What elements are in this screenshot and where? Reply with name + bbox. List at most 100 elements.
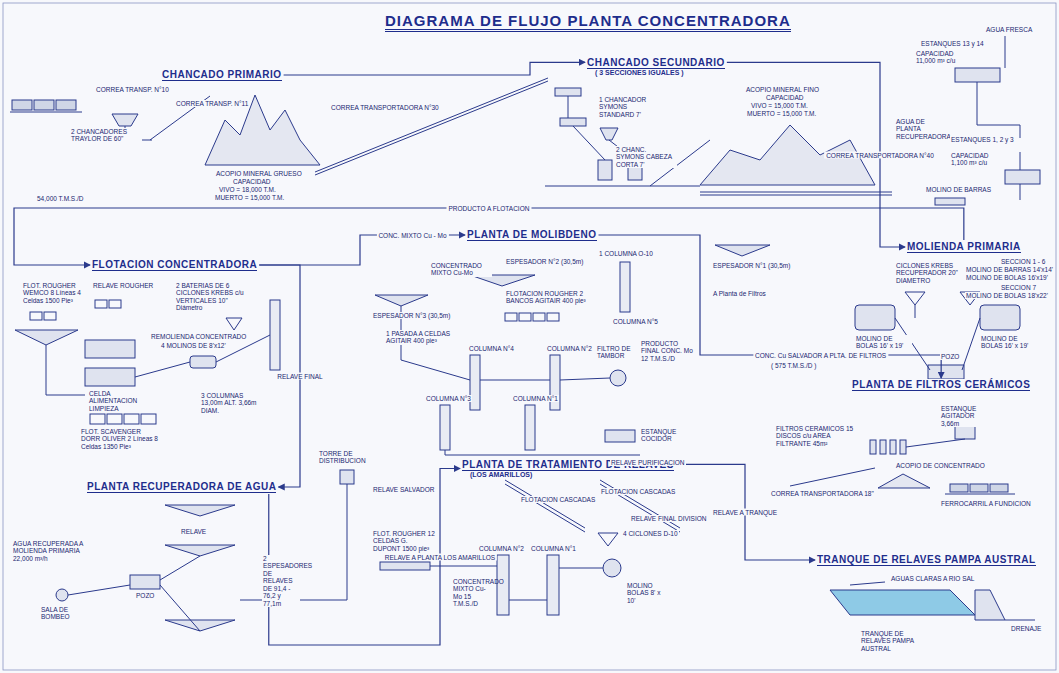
equipment-label: CORREA TRANSPORTADORA N°30 <box>330 104 440 111</box>
flow-label: RELAVE FINAL <box>275 373 324 380</box>
section-title: CHANCADO PRIMARIO <box>162 69 282 81</box>
equipment-label: RELAVE SALVADOR <box>372 486 435 493</box>
equipment-label: FLOTACION CASCADAS <box>520 496 596 503</box>
equipment-label: FLOTACION ROUGHER 2 BANCOS AGITAIR 400 p… <box>505 290 597 305</box>
section-heading: PLANTA DE MOLIBDENO <box>465 228 599 242</box>
section-title: PLANTA DE FILTROS CERÁMICOS <box>852 379 1030 391</box>
equipment-label: 2 ESPESADORES DE RELAVES DE 91,4 - 76,2 … <box>262 555 300 607</box>
equipment-label: COLUMNA N°5 <box>612 318 659 325</box>
equipment-label: COLUMNA N°2 <box>546 345 593 352</box>
equipment-label: MOLINO DE BOLAS 16'x19' <box>965 274 1049 281</box>
flow-line <box>259 235 465 265</box>
flow-label: CONC. MIXTO Cu - Mo <box>376 232 448 239</box>
equipment-label: FERROCARRIL A FUNDICION <box>940 500 1032 507</box>
equipment-label: CAPACIDAD 11,000 m³ c/u <box>915 50 972 65</box>
section-heading: TRANQUE DE RELAVES PAMPA AUSTRAL <box>815 553 1038 567</box>
section-heading: CHANCADO SECUNDARIO( 3 SECCIONES IGUALES… <box>585 56 727 77</box>
equipment-label: DRENAJE <box>1010 625 1042 632</box>
section-title: CHANCADO SECUNDARIO <box>587 57 725 69</box>
equipment-label: 1 PASADA A CELDAS AGITAIR 400 pie³ <box>385 330 452 345</box>
equipment-label: MUERTO = 15,000 T.M. <box>746 110 817 117</box>
equipment-label: ACOPIO MINERAL GRUESO <box>215 170 303 177</box>
flow-label: RELAVE A PLANTA LOS AMARILLOS <box>383 553 497 560</box>
equipment-label: CORREA TRANSP. N°11 <box>175 100 249 107</box>
flow-label: PRODUCTO A FLOTACION <box>446 205 531 212</box>
equipment-label: ESTANQUE COCIDOR <box>640 428 687 443</box>
equipment-label: COLUMNA N°1 <box>512 395 559 402</box>
equipment-label: 4 MOLINOS DE 8'x12' <box>160 342 227 349</box>
flow-label: CORREA TRANSPORTADORA N°40 <box>824 151 936 158</box>
equipment-label: MUERTO = 15,000 T.M. <box>214 194 285 201</box>
equipment-label: MOLINO BOLAS 8' x 10' <box>626 582 668 604</box>
equipment-drawing <box>3 3 1056 670</box>
section-heading: FLOTACION CONCENTRADORA <box>90 258 259 272</box>
equipment-label: VIVO = 15,000 T.M. <box>750 102 809 109</box>
equipment-label: CONCENTRADO MIXTO Cu-Mo 15 T.M.S./D <box>452 578 494 608</box>
equipment-label: COLUMNA N°4 <box>468 345 515 352</box>
flow-line <box>14 208 964 265</box>
equipment-label: ESTANQUES 1, 2 y 3 <box>950 136 1015 143</box>
section-heading: MOLIENDA PRIMARIA <box>905 240 1023 254</box>
flow-label: RELAVE A TRANQUE <box>711 509 779 516</box>
equipment-label: 54,000 T.M.S./D <box>36 195 85 202</box>
equipment-label: FLOTACION CASCADAS <box>600 488 676 495</box>
flow-label: CONC. Cu SALVADOR A PLTA. DE FILTROS <box>753 352 888 359</box>
equipment-label: MOLINO DE BOLAS 18'x22' <box>965 292 1049 299</box>
equipment-label: AGUA RECUPERADA A MOLIENDA PRIMARIA 22,0… <box>12 540 89 562</box>
equipment-label: ESPESADOR N°2 (30,5m) <box>505 258 584 265</box>
equipment-label: 1 COLUMNA O-10 <box>598 250 654 257</box>
equipment-label: RELAVE FINAL DIVISION <box>630 515 708 522</box>
equipment-label: ( 575 T.M.S./D ) <box>770 362 817 369</box>
equipment-label: ESPESADOR N°1 (30,5m) <box>712 262 791 269</box>
flow-line <box>284 62 585 75</box>
section-subtitle: ( 3 SECCIONES IGUALES ) <box>587 69 725 76</box>
section-title: PLANTA RECUPERADORA DE AGUA <box>87 481 276 493</box>
equipment-label: FILTROS CERAMICOS 15 DISCOS c/u AREA FIL… <box>775 425 857 447</box>
equipment-label: SALA DE BOMBEO <box>40 606 82 621</box>
section-title: MOLIENDA PRIMARIA <box>907 241 1021 253</box>
equipment-label: TRANQUE DE RELAVES PAMPA AUSTRAL <box>860 630 932 652</box>
equipment-label: RELAVE PURIFICACION <box>610 459 686 466</box>
equipment-label: RELAVE <box>180 528 207 535</box>
equipment-label: 2 BATERIAS DE 6 CICLONES KREBS c/u VERTI… <box>175 282 247 312</box>
diagram-title: DIAGRAMA DE FLUJO PLANTA CONCENTRADORA <box>385 12 791 32</box>
equipment-label: ESTANQUE AGITADOR 3,66m <box>940 405 992 427</box>
equipment-label: FLOT. SCAVENGER DORR OLIVER 2 Líneas 8 C… <box>80 428 162 450</box>
equipment-label: CAPACIDAD 1,100 m³ c/u <box>950 152 1007 167</box>
equipment-label: ESPESADOR N°3 (30,5m) <box>372 312 451 319</box>
equipment-label: CAPACIDAD <box>232 178 271 185</box>
section-title: PLANTA DE MOLIBDENO <box>467 229 597 241</box>
equipment-label: AGUAS CLARAS A RIO SAL <box>890 575 975 582</box>
equipment-label: COLUMNA N°1 <box>530 545 577 552</box>
section-heading: CHANCADO PRIMARIO <box>160 68 284 82</box>
equipment-label: VIVO = 18,000 T.M. <box>218 186 277 193</box>
equipment-label: MOLINO DE BOLAS 16' x 19' <box>855 335 912 350</box>
section-heading: PLANTA RECUPERADORA DE AGUA <box>85 480 278 494</box>
equipment-label: 2 CHANCADORES TRAYLOR DE 60" <box>70 128 142 143</box>
equipment-label: 4 CICLONES D-10 <box>622 530 679 537</box>
equipment-label: 1 CHANCADOR SYMONS STANDARD 7' <box>598 96 662 118</box>
equipment-label: COLUMNA N°2 <box>478 545 525 552</box>
equipment-label: A Planta de Filtros <box>712 290 767 297</box>
equipment-label: FLOT. ROUGHER WEMCO 8 Líneas 4 Celdas 15… <box>22 282 86 304</box>
equipment-label: TORRE DE DISTRIBUCION <box>318 450 365 465</box>
section-title: FLOTACION CONCENTRADORA <box>92 259 257 271</box>
equipment-label: CORREA TRANSPORTADORA 18" <box>770 490 875 497</box>
equipment-label: ESTANQUES 13 y 14 <box>920 40 985 47</box>
equipment-label: REMOLIENDA CONCENTRADO <box>150 333 247 340</box>
equipment-label: 3 COLUMNAS 13,00m ALT. 3,66m DIAM. <box>200 392 260 414</box>
equipment-label: RELAVE ROUGHER <box>92 282 154 289</box>
equipment-label: AGUA DE PLANTA RECUPERADORA <box>895 118 947 140</box>
equipment-label: ACOPIO DE CONCENTRADO <box>895 462 986 469</box>
equipment-label: AGUA FRESCA <box>985 26 1033 33</box>
equipment-label: MOLINO DE BARRAS 14'x14' <box>965 266 1054 273</box>
equipment-label: ACOPIO MINERAL FINO <box>745 86 820 93</box>
equipment-label: MOLINO DE BOLAS 16' x 19' <box>980 335 1037 350</box>
section-heading: PLANTA DE FILTROS CERÁMICOS <box>850 378 1032 392</box>
section-title: TRANQUE DE RELAVES PAMPA AUSTRAL <box>817 554 1036 566</box>
equipment-label: POZO <box>135 592 155 599</box>
equipment-label: CORREA TRANSP. N°10 <box>95 86 170 93</box>
equipment-label: CONCENTRADO MIXTO Cu-Mo <box>430 262 492 277</box>
equipment-label: FILTRO DE TAMBOR <box>596 345 638 360</box>
equipment-label: CICLONES KREBS RECUPERADOR 20" DIAMETRO <box>895 262 959 284</box>
